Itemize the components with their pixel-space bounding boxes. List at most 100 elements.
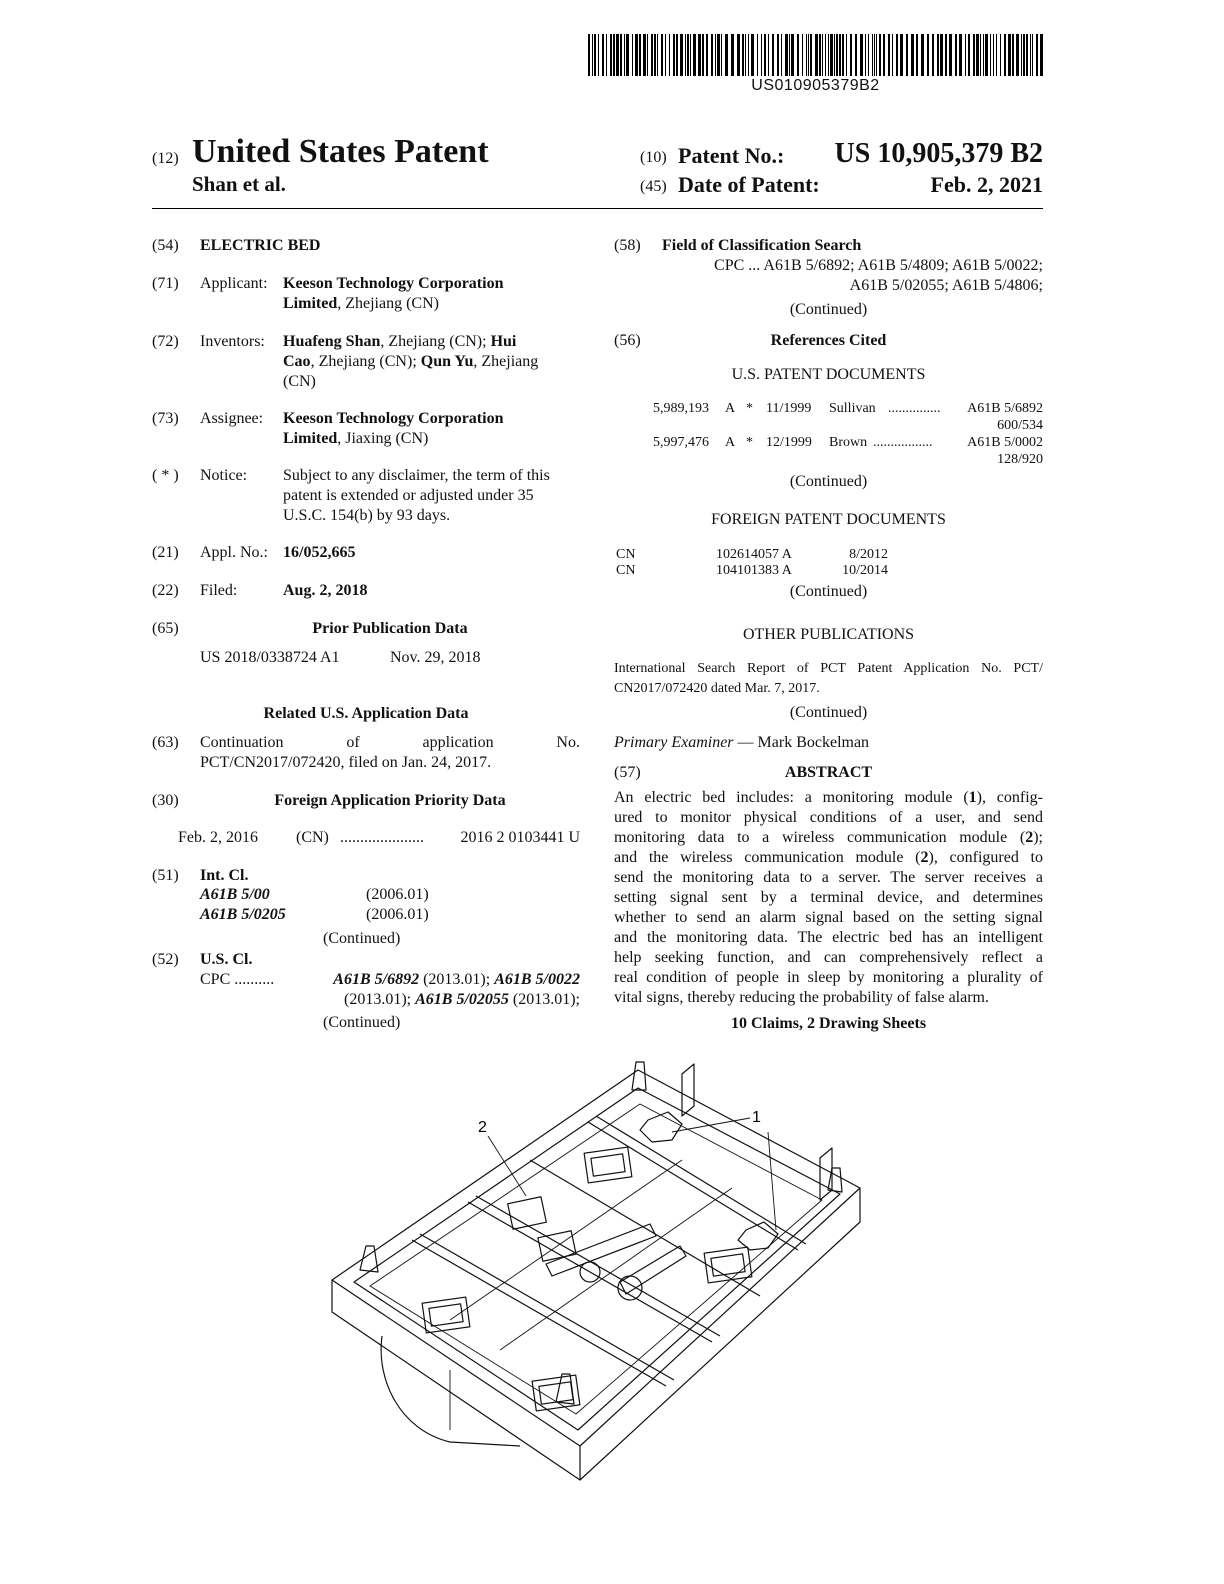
patent-number-label: Patent No.: <box>678 143 785 168</box>
us-cl-1: A61B 5/6892 <box>333 971 420 988</box>
barcode-bar <box>1021 34 1022 76</box>
int-cl-2-date: (2006.01) <box>366 906 429 923</box>
code-63: (63) <box>152 734 179 751</box>
leg-4 <box>555 1373 575 1405</box>
field-search-line-2: A61B 5/02055; A61B 5/4806; <box>849 277 1043 294</box>
barcode-bar <box>868 34 869 76</box>
notice-line-1: Subject to any disclaimer, the term of t… <box>283 467 550 484</box>
barcode-bar <box>654 34 656 76</box>
bracket-1 <box>681 1063 695 1117</box>
barcode-bar <box>669 34 670 76</box>
barcode-bar <box>806 34 807 76</box>
barcode-bar <box>745 34 746 76</box>
priority-number: 2016 2 0103441 U <box>460 829 580 846</box>
foreign-priority-heading: Foreign Application Priority Data <box>274 792 506 809</box>
barcode-bar <box>927 34 929 76</box>
barcode-bar <box>616 34 619 76</box>
barcode-bar <box>665 34 666 76</box>
underside-curve <box>380 1335 521 1447</box>
rail-2 <box>499 1187 733 1351</box>
barcode-bar <box>797 34 799 76</box>
abstract-text-run: An electric bed includes: a monitoring m… <box>614 789 969 806</box>
int-cl-continued: (Continued) <box>323 930 401 947</box>
barcode-bar <box>822 34 823 76</box>
barcode-bar <box>888 34 890 76</box>
abstract-text-run: ured to monitor physical conditions of a… <box>614 809 1043 826</box>
code-12: (12) <box>152 150 179 167</box>
barcode-bar <box>876 34 877 76</box>
sensor-pad-1-inner <box>590 1153 626 1177</box>
abstract-ref-numeral: 1 <box>968 789 977 806</box>
int-cl-1-date: (2006.01) <box>366 886 429 903</box>
us-doc-1-class: A61B 5/6892 <box>967 401 1043 416</box>
barcode-bar <box>647 34 648 76</box>
inventor-2-loc: , Zhejiang (CN); <box>310 353 417 370</box>
barcode-bar <box>879 34 881 76</box>
us-doc-2-name: Brown <box>829 435 868 450</box>
code-73: (73) <box>152 410 179 427</box>
barcode-bar <box>757 34 758 76</box>
int-cl-label: Int. Cl. <box>200 867 249 884</box>
code-72: (72) <box>152 333 179 350</box>
abstract-line: vital signs, thereby reducing the probab… <box>614 988 1043 1008</box>
barcode-bar <box>785 34 788 76</box>
bed-drawing: 2 1 <box>331 1061 861 1481</box>
inventor-3-loc: , Zhejiang <box>473 353 539 370</box>
barcode-bar <box>839 34 841 76</box>
date-label: Date of Patent: <box>678 172 820 197</box>
barcode-bar <box>900 34 903 76</box>
sensor-pad-4 <box>531 1374 581 1412</box>
barcode-bar <box>772 34 774 76</box>
cross-bar-3 <box>529 1159 761 1297</box>
continuation-line-2: PCT/CN2017/072420, filed on Jan. 24, 201… <box>200 754 492 771</box>
us-doc-2-kind: A <box>725 435 736 450</box>
barcode-bar <box>980 34 981 76</box>
barcode <box>588 34 1043 76</box>
us-doc-1-kind: A <box>725 401 736 416</box>
us-doc-1-star: * <box>746 401 753 416</box>
us-doc-1-name: Sullivan <box>829 401 876 416</box>
barcode-bar <box>865 34 866 76</box>
barcode-bar <box>620 34 622 76</box>
us-doc-2-date: 12/1999 <box>766 435 812 450</box>
code-71: (71) <box>152 275 179 292</box>
barcode-bar <box>874 34 875 76</box>
abstract-line: ured to monitor physical conditions of a… <box>614 808 1043 828</box>
code-45: (45) <box>640 178 667 195</box>
us-cl-label: U.S. Cl. <box>200 951 253 968</box>
code-65: (65) <box>152 620 179 637</box>
barcode-bar <box>768 34 769 76</box>
applicant-value: Keeson Technology Corporation Limited, Z… <box>283 274 583 314</box>
barcode-bar <box>715 34 716 76</box>
figure-label-1: 1 <box>752 1109 761 1126</box>
sensor-pad-2-inner <box>710 1253 746 1277</box>
us-cl-3-date: (2013.01); <box>508 991 580 1008</box>
barcode-bar <box>825 34 826 76</box>
frame-side <box>331 1188 861 1481</box>
foreign-docs-heading: FOREIGN PATENT DOCUMENTS <box>711 511 946 528</box>
barcode-bar <box>993 34 994 76</box>
inner-frame-2 <box>369 1103 823 1415</box>
barcode-bar <box>632 34 633 76</box>
inventor-2a: Hui <box>490 333 517 350</box>
actuator-1 <box>545 1223 657 1277</box>
us-doc-2-dots: ................. <box>873 435 933 450</box>
barcode-bar <box>872 34 873 76</box>
abstract-text-run: help seeking function, and can comprehen… <box>614 949 1043 966</box>
us-doc-1-dots: ............... <box>888 401 941 416</box>
priority-date: Feb. 2, 2016 <box>178 829 258 846</box>
barcode-bar <box>921 34 924 76</box>
abstract-text-run: ), configured to <box>928 849 1044 866</box>
barcode-bar <box>643 34 646 76</box>
barcode-bar <box>834 34 835 76</box>
barcode-bar <box>693 34 696 76</box>
inventors-short: Shan et al. <box>192 172 286 196</box>
barcode-bar <box>896 34 898 76</box>
control-box-1 <box>507 1196 547 1230</box>
related-heading: Related U.S. Application Data <box>263 705 469 722</box>
code-51: (51) <box>152 867 179 884</box>
abstract-text-run: and the monitoring data. The electric be… <box>614 929 1043 946</box>
barcode-bar <box>781 34 782 76</box>
barcode-bar <box>635 34 638 76</box>
barcode-bar <box>748 34 749 76</box>
